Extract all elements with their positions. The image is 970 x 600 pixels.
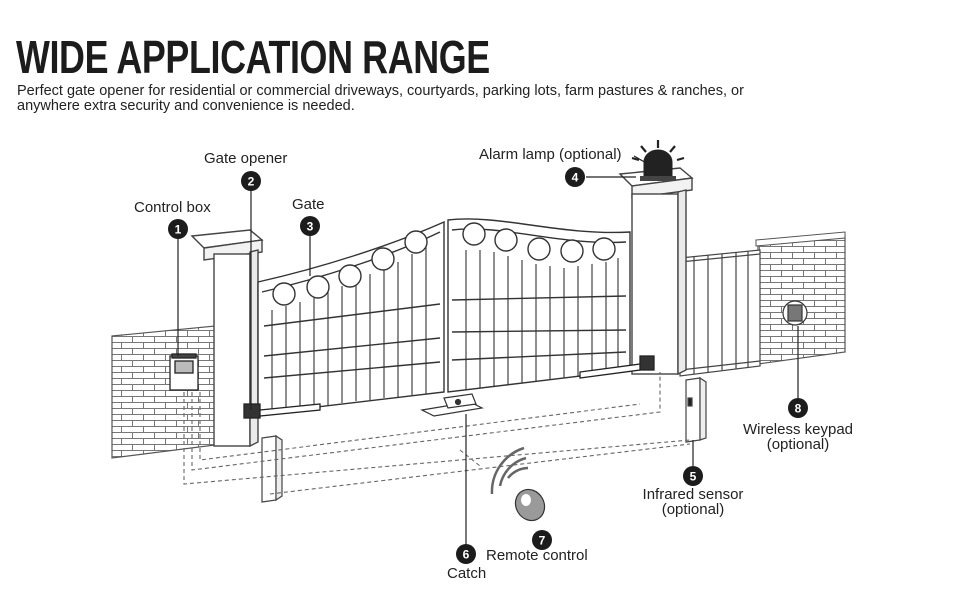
label-wireless-keypad-optional: (optional) <box>767 436 830 453</box>
page-title: WIDE APPLICATION RANGE <box>16 31 490 83</box>
svg-text:1: 1 <box>175 223 182 237</box>
marker-3: 3 <box>300 216 320 236</box>
wireless-keypad <box>782 300 808 326</box>
svg-text:2: 2 <box>248 175 255 189</box>
gate-opener-left <box>243 403 321 419</box>
svg-text:6: 6 <box>463 548 470 562</box>
svg-text:4: 4 <box>572 171 579 185</box>
left-gate-leaf <box>257 220 445 415</box>
remote-control <box>490 446 546 522</box>
infrared-sensor-post-right <box>685 376 707 443</box>
label-alarm-lamp: Alarm lamp (optional) <box>479 146 622 163</box>
right-gate-leaf <box>447 218 631 393</box>
marker-6: 6 <box>456 544 476 564</box>
svg-text:3: 3 <box>307 220 314 234</box>
marker-1: 1 <box>168 219 188 239</box>
control-box <box>169 353 199 391</box>
marker-8: 8 <box>788 398 808 418</box>
marker-5: 5 <box>683 466 703 486</box>
marker-4: 4 <box>565 167 585 187</box>
catch <box>420 393 484 417</box>
svg-text:5: 5 <box>690 470 697 484</box>
marker-7: 7 <box>532 530 552 550</box>
svg-text:7: 7 <box>539 534 546 548</box>
label-gate: Gate <box>292 196 325 213</box>
infrared-sensor-post-left <box>261 434 283 503</box>
leader-lines <box>177 155 799 546</box>
wiring-lines <box>183 372 691 495</box>
label-infrared-sensor: Infrared sensor <box>643 486 744 503</box>
right-pillar <box>618 167 694 376</box>
alarm-lamp <box>631 140 685 181</box>
label-gate-opener: Gate opener <box>204 150 287 167</box>
page-subtitle: Perfect gate opener for residential or c… <box>17 83 744 114</box>
svg-text:8: 8 <box>795 402 802 416</box>
label-control-box: Control box <box>134 199 211 216</box>
label-infrared-sensor-optional: (optional) <box>662 501 725 518</box>
gate-opener-right <box>579 355 655 379</box>
label-catch: Catch <box>447 565 486 582</box>
label-remote-control: Remote control <box>486 547 588 564</box>
side-fence-panel <box>679 249 761 377</box>
label-wireless-keypad: Wireless keypad <box>743 421 853 438</box>
marker-2: 2 <box>241 171 261 191</box>
left-pillar <box>190 229 264 448</box>
right-brick-wall <box>755 231 846 365</box>
